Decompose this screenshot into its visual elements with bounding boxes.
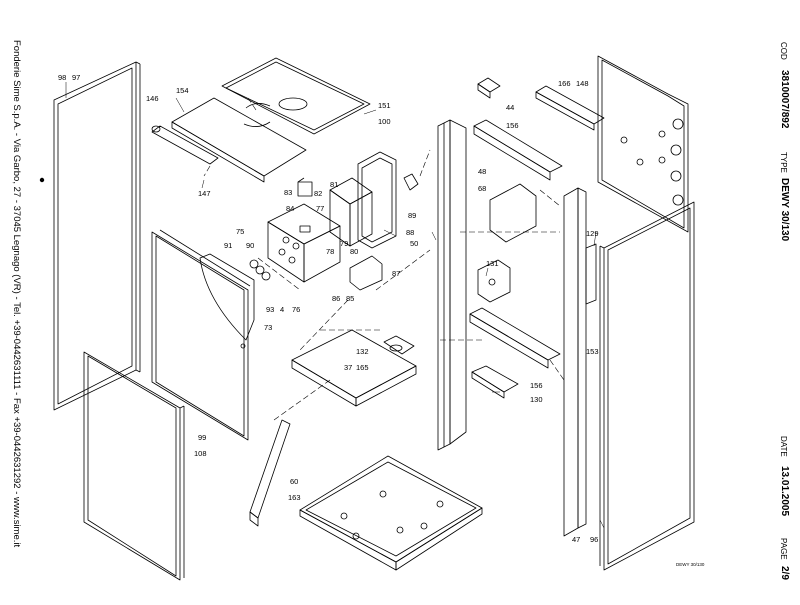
- company-footer: Fonderie Sime S.p.A. - Via Garbo, 27 - 3…: [11, 40, 22, 548]
- part-label: 76: [292, 305, 300, 314]
- part-label: 60: [290, 477, 298, 486]
- part-label: 87: [392, 269, 400, 278]
- rear-panel: [597, 55, 689, 233]
- part-label: 77: [316, 204, 324, 213]
- part-label: 37: [344, 363, 352, 372]
- transformer-part: [297, 177, 313, 197]
- cod-label: COD: [779, 42, 788, 60]
- part-label: 82: [314, 189, 322, 198]
- upper-cross-member: [473, 119, 563, 181]
- hydraulic-bracket: [489, 183, 537, 243]
- part-label: 151: [378, 101, 391, 110]
- part-label: 68: [478, 184, 486, 193]
- part-label: 154: [176, 86, 189, 95]
- part-number-labels: 98 97 146 154 151 100 147 83 81 82 84 77…: [58, 73, 705, 567]
- top-front-cover: [171, 97, 307, 183]
- part-label: 93: [266, 305, 274, 314]
- part-label: 156: [530, 381, 543, 390]
- base-plate: [299, 455, 483, 571]
- part-label: 131: [486, 259, 499, 268]
- part-label: 79: [340, 239, 348, 248]
- assembly-guide-lines: [203, 97, 565, 421]
- knob-set: [249, 259, 271, 281]
- date-label: DATE: [779, 436, 788, 457]
- front-upper-panel: [151, 229, 251, 441]
- part-label: 163: [288, 493, 301, 502]
- part-label: 81: [330, 180, 338, 189]
- part-label: 108: [194, 449, 207, 458]
- part-label: 85: [346, 294, 354, 303]
- control-panel: [267, 203, 341, 283]
- part-label: 153: [586, 347, 599, 356]
- base-tray-bracket: [291, 329, 417, 407]
- hinge-part: [585, 243, 597, 305]
- lower-cross-member: [469, 307, 561, 369]
- part-label: 91: [224, 241, 232, 250]
- part-label: 89: [408, 211, 416, 220]
- part-label: 99: [198, 433, 206, 442]
- part-label: 130: [530, 395, 543, 404]
- part-label: 4: [280, 305, 284, 314]
- part-label: 86: [332, 294, 340, 303]
- terminal-bracket: [349, 255, 383, 291]
- part-label: 166: [558, 79, 571, 88]
- left-side-panel: [39, 61, 141, 411]
- part-label: 146: [146, 94, 159, 103]
- page-value: 2/9: [779, 566, 790, 580]
- door-panel: [199, 253, 255, 349]
- cod-value: 3810007/892: [779, 70, 790, 129]
- page-label: PAGE: [779, 538, 788, 560]
- electronic-board: [357, 151, 397, 249]
- part-label: 132: [356, 347, 369, 356]
- cable-clip: [403, 173, 419, 191]
- rear-top-bracket: [535, 85, 605, 131]
- part-label: 165: [356, 363, 369, 372]
- top-trim-rod: [151, 125, 219, 165]
- part-label: 96: [590, 535, 598, 544]
- date-value: 13.01.2005: [779, 466, 790, 517]
- part-label: 80: [350, 247, 358, 256]
- bottom-rail: [471, 365, 519, 399]
- part-label: 90: [246, 241, 254, 250]
- front-lower-panel: [83, 351, 185, 581]
- part-label: 44: [506, 103, 514, 112]
- leader-lines: [65, 82, 605, 529]
- part-label: 47: [572, 535, 580, 544]
- top-hook-bracket: [477, 77, 501, 99]
- connection-box: [329, 177, 373, 247]
- part-label: 147: [198, 189, 211, 198]
- part-label: 78: [326, 247, 334, 256]
- part-label: 156: [506, 121, 519, 130]
- mounting-plate: [477, 259, 511, 303]
- part-label: 75: [236, 227, 244, 236]
- part-label: 88: [406, 228, 414, 237]
- drawing-code: DEWY 30/130: [676, 562, 705, 567]
- part-label: 83: [284, 188, 292, 197]
- part-label: 98: [58, 73, 66, 82]
- support-strip: [249, 419, 291, 527]
- top-cover: [221, 57, 371, 135]
- right-side-panel: [599, 201, 695, 571]
- part-label: 50: [410, 239, 418, 248]
- type-value: DEWY 30/130: [779, 178, 790, 242]
- part-label: 148: [576, 79, 589, 88]
- rear-frame-upright: [563, 187, 587, 537]
- part-label: 73: [264, 323, 272, 332]
- part-label: 129: [586, 229, 599, 238]
- part-label: 48: [478, 167, 486, 176]
- part-label: 84: [286, 204, 294, 213]
- type-label: TYPE: [779, 152, 788, 173]
- front-frame-upright: [437, 119, 467, 451]
- part-label: 97: [72, 73, 80, 82]
- part-label: 100: [378, 117, 391, 126]
